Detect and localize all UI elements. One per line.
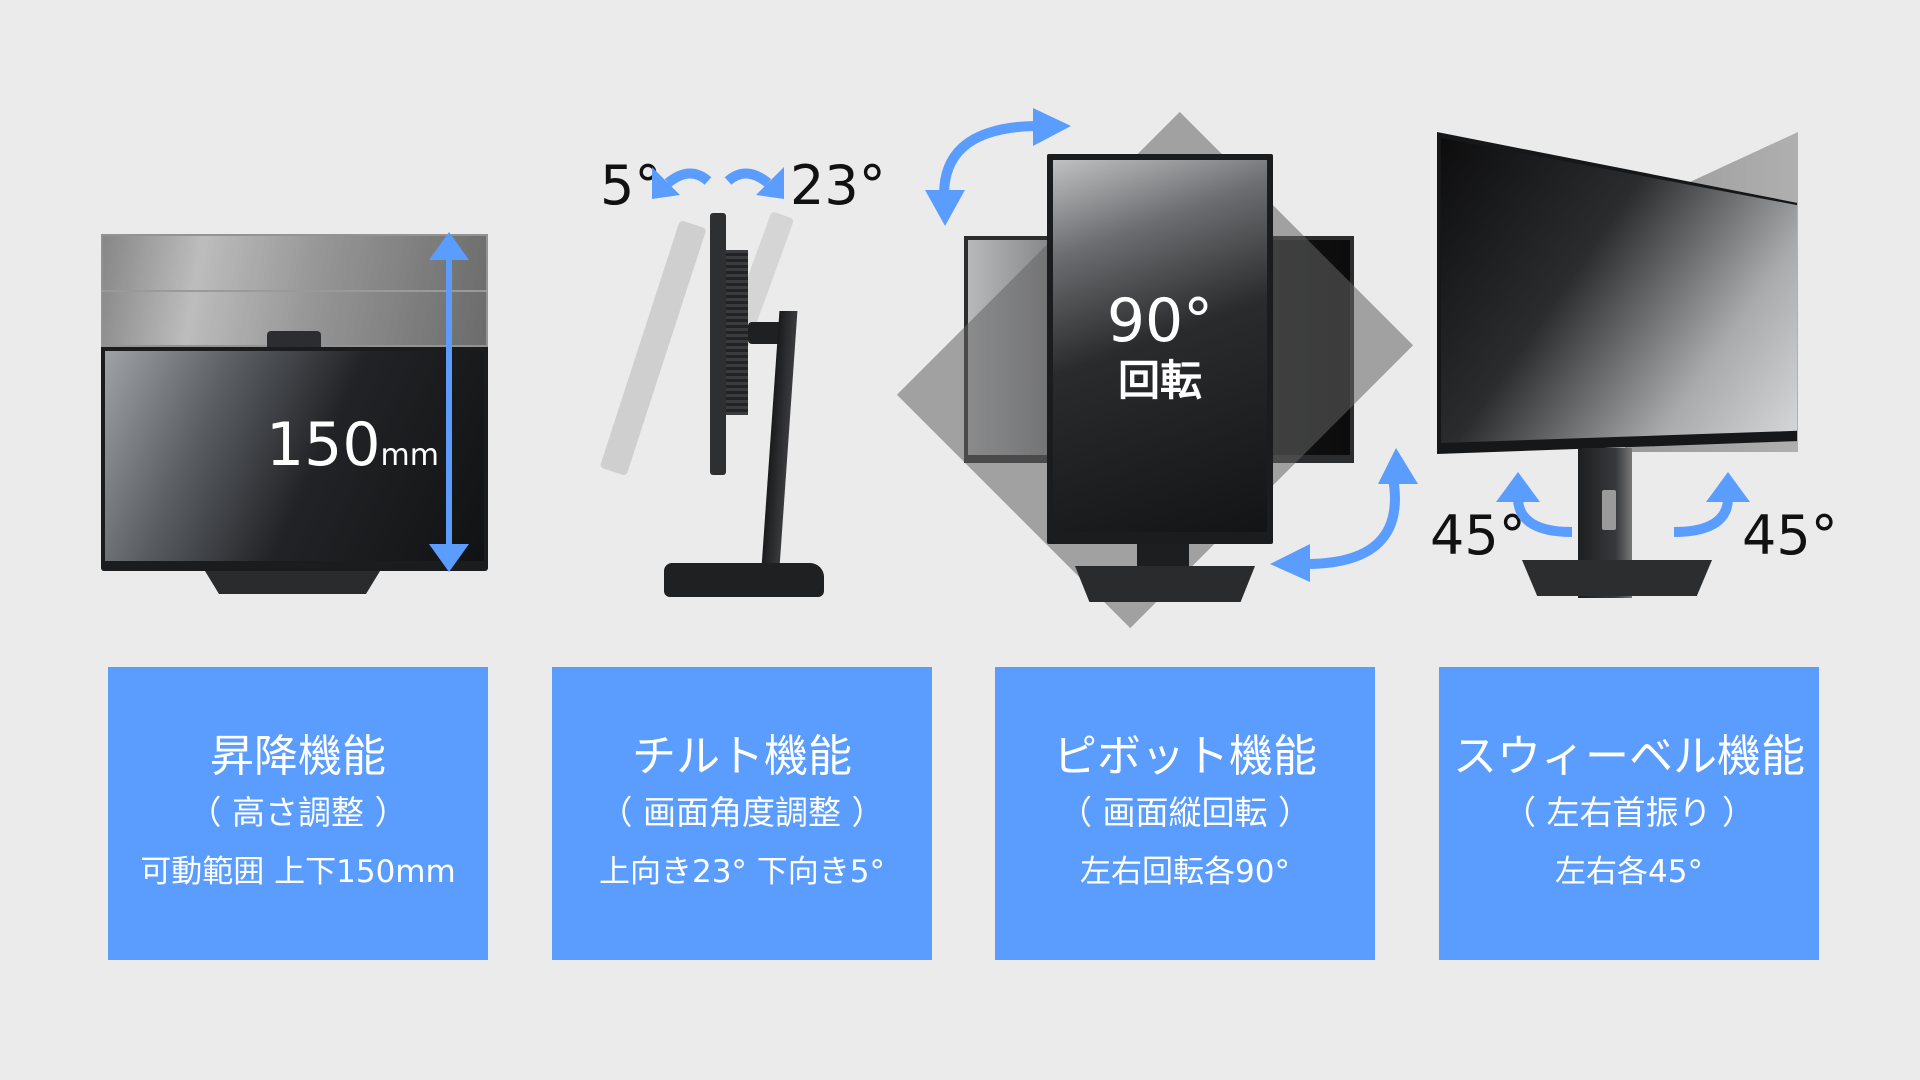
feature-subtitle: （ 画面縦回転 ） [1059, 793, 1311, 832]
curved-arrow-up-right-icon [1673, 472, 1750, 537]
monitor-stand-base [664, 563, 824, 597]
tilt-up-angle: 23° [790, 154, 886, 217]
feature-title: スウィーベル機能 [1453, 731, 1805, 782]
feature-subtitle: （ 左右首振り ） [1503, 793, 1755, 832]
feature-subtitle: （ 画面角度調整 ） [599, 793, 885, 832]
feature-card-tilt: チルト機能 （ 画面角度調整 ） 上向き23° 下向き5° [552, 667, 932, 960]
swivel-left-angle: 45° [1430, 504, 1526, 567]
monitor-portrait-screen [1053, 160, 1267, 532]
curved-arrow-right-icon [724, 167, 784, 199]
swivel-right-angle: 45° [1742, 504, 1838, 567]
curved-arrow-up-left-icon [1496, 472, 1573, 537]
cable-slot [1602, 490, 1616, 530]
monitor-stand-base [1522, 560, 1712, 596]
feature-card-pivot: ピボット機能 （ 画面縦回転 ） 左右回転各90° [995, 667, 1375, 960]
feature-detail: 左右回転各90° [1080, 854, 1290, 890]
double-vertical-arrow-icon [429, 232, 469, 572]
monitor-stand-pole [760, 311, 798, 581]
feature-detail: 上向き23° 下向き5° [598, 854, 886, 890]
monitor-side-vents [726, 250, 748, 415]
feature-card-swivel: スウィーベル機能 （ 左右首振り ） 左右各45° [1439, 667, 1819, 960]
tilt-down-angle: 5° [600, 154, 662, 217]
feature-detail: 左右各45° [1555, 854, 1703, 890]
monitor-stand-base [1075, 566, 1255, 602]
monitor-stand-neck [1137, 544, 1189, 570]
ghost-divider [101, 290, 488, 292]
feature-subtitle: （ 高さ調整 ） [188, 793, 408, 832]
monitor-tilted-ghost [599, 220, 707, 476]
curved-arrow-left-icon [652, 167, 712, 199]
height-unit: mm [380, 438, 439, 473]
feature-detail: 可動範囲 上下150mm [140, 854, 456, 890]
monitor-side-panel [710, 213, 726, 475]
pivot-label: 回転 [1117, 356, 1202, 405]
curved-arrow-bottom-icon [1270, 448, 1418, 582]
curved-arrow-top-icon [925, 108, 1071, 226]
feature-title: 昇降機能 [210, 731, 386, 782]
pivot-angle: 90° [1106, 286, 1214, 356]
feature-title: ピボット機能 [1053, 731, 1317, 782]
feature-title: チルト機能 [632, 731, 852, 782]
monitor-screen [105, 351, 484, 561]
height-value-label: 150mm [266, 410, 439, 480]
monitor-stand [205, 571, 380, 594]
height-value: 150 [266, 410, 381, 480]
monitor-top-cap [267, 331, 321, 347]
feature-card-height: 昇降機能 （ 高さ調整 ） 可動範囲 上下150mm [108, 667, 488, 960]
